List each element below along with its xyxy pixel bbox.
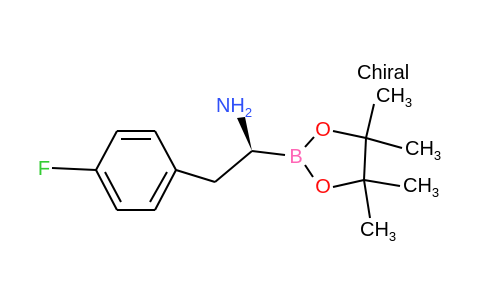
methyl-bond-3 [363,179,401,187]
oxygen-bottom-label: O [315,176,331,198]
c-c-ring-bond [363,137,367,181]
ring-double-bond-3 [104,171,122,203]
methyl-bond-1 [365,103,375,139]
dioxaborolane-ring [304,130,367,188]
amine-label: NH2 [216,95,252,120]
ring-bond-2 [154,130,177,171]
ring-bond-6 [95,130,118,171]
methyl-bond-2 [365,137,403,149]
methyl-bond-4 [363,179,371,219]
benzene-ring [95,130,177,211]
oxygen-top-label: O [315,119,331,141]
ring-bond-3 [154,169,177,211]
ring-double-bond-2 [149,171,168,203]
o-c-bottom-bond [332,179,365,188]
boron-label: B [289,146,302,168]
b-o-bottom-bond [304,164,314,178]
methyl-label-1: CH3 [376,85,412,110]
methyl-label-3: CH3 [403,175,439,200]
cf-bond [51,167,97,171]
ring-bond-5 [95,169,118,211]
fluorine-label: F [38,158,50,180]
benzylic-bond [175,169,216,183]
methyl-label-2: CH3 [405,138,441,163]
ch2-ch-bond [214,150,253,183]
chiral-flag: Chiral [357,62,409,84]
c-b-bond [251,150,286,156]
o-c-top-bond [332,130,367,139]
wedge-bond-cn [237,117,252,151]
b-o-top-bond [304,136,315,148]
methyl-label-4: CH3 [360,219,396,244]
